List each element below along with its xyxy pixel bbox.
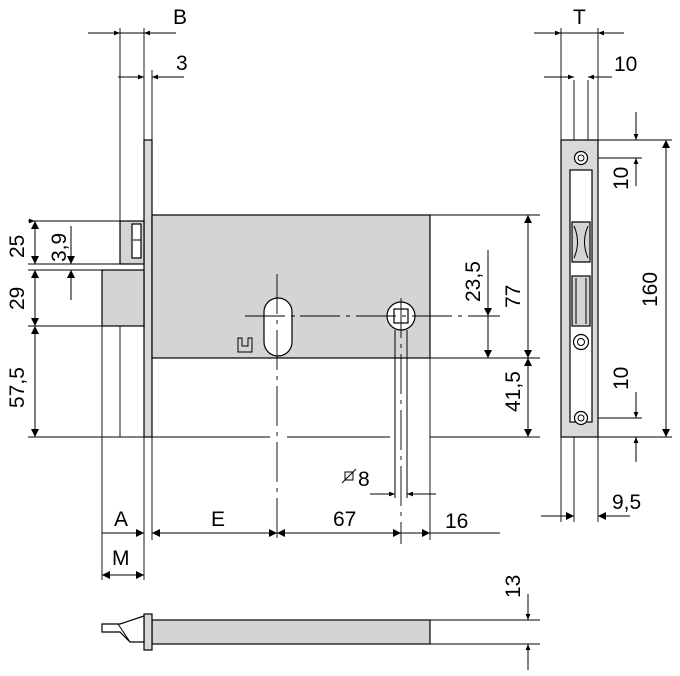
dim-29: 29 xyxy=(6,287,29,310)
dim-77: 77 xyxy=(502,285,525,308)
dim-spindle-8: 8 xyxy=(358,468,370,491)
dim-16: 16 xyxy=(445,510,468,533)
dim-9-5: 9,5 xyxy=(612,491,641,514)
dim-E: E xyxy=(211,508,225,531)
case-mark xyxy=(237,337,253,353)
top-bolt xyxy=(101,615,145,643)
dim-10-upper: 10 xyxy=(610,167,633,190)
dim-160: 160 xyxy=(639,272,662,307)
dead-bolt xyxy=(101,269,145,327)
dim-25: 25 xyxy=(6,235,29,258)
dim-10-lower: 10 xyxy=(610,367,633,390)
dim-67: 67 xyxy=(333,508,356,531)
top-case xyxy=(151,619,431,645)
side-view xyxy=(560,28,672,522)
dim-3-9: 3,9 xyxy=(48,233,71,262)
dim-23-5: 23,5 xyxy=(462,261,485,302)
dim-3: 3 xyxy=(176,52,188,75)
front-view xyxy=(28,28,540,580)
keyhole-slot xyxy=(263,297,293,357)
dim-57-5: 57,5 xyxy=(6,367,29,408)
latch-bolt-inner xyxy=(131,223,142,259)
dim-13: 13 xyxy=(502,575,525,598)
dim-A: A xyxy=(114,508,128,531)
dim-T: T xyxy=(573,6,586,29)
dim-M: M xyxy=(112,547,130,570)
top-view xyxy=(101,613,540,651)
top-forend xyxy=(143,613,153,651)
forend-plate xyxy=(143,139,153,438)
dim-B: B xyxy=(173,6,187,29)
dim-41-5: 41,5 xyxy=(502,371,525,412)
dim-10-top: 10 xyxy=(614,53,637,76)
